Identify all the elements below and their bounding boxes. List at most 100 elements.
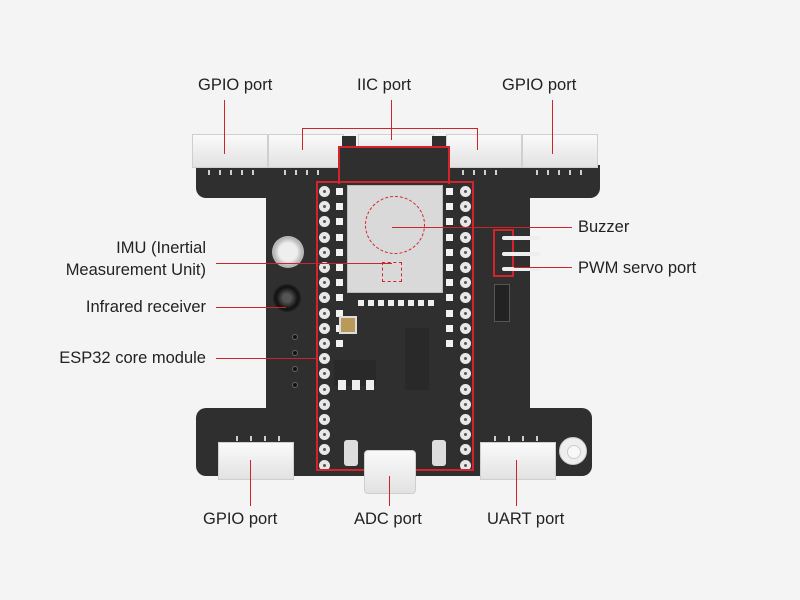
module-pad — [446, 324, 453, 332]
crystal — [339, 316, 357, 334]
header-hole — [319, 338, 330, 349]
header-hole — [460, 368, 471, 380]
label-imu-line1: IMU (Inertial — [116, 239, 206, 257]
module-pad — [446, 264, 453, 271]
header-hole — [319, 186, 330, 197]
pin-row — [536, 170, 582, 175]
header-hole — [319, 231, 330, 243]
gpio-port-top-right — [522, 134, 598, 168]
header-hole — [319, 216, 330, 228]
smd-component — [352, 380, 360, 390]
switch — [494, 284, 510, 322]
usb-c-adc-port — [364, 450, 416, 494]
header-hole — [319, 353, 330, 365]
leader-line-iic — [391, 100, 392, 140]
ic-chip — [405, 328, 429, 390]
label-gpio-port-top-right: GPIO port — [502, 76, 577, 94]
header-hole — [460, 307, 471, 319]
pin-row — [462, 170, 497, 175]
smd-component — [338, 380, 346, 390]
pwm-pin — [502, 236, 540, 240]
label-gpio-port-top-left: GPIO port — [198, 76, 273, 94]
leader-line-infrared — [216, 307, 286, 308]
header-hole — [460, 246, 471, 258]
iic-port-left — [268, 134, 344, 168]
module-pad — [446, 279, 453, 287]
module-pad — [336, 264, 343, 271]
header-hole — [319, 277, 330, 289]
label-infrared-receiver: Infrared receiver — [85, 298, 206, 316]
button-right — [432, 440, 446, 466]
leader-line-uart — [516, 460, 517, 506]
esp32-antenna-area — [340, 148, 448, 184]
header-hole — [319, 383, 330, 395]
header-hole — [460, 277, 471, 289]
header-hole — [460, 429, 471, 441]
imu-sensor — [272, 236, 304, 268]
label-pwm-servo-port: PWM servo port — [578, 259, 697, 277]
header-hole — [319, 398, 330, 410]
pin-row — [208, 170, 254, 175]
pwm-pin — [502, 267, 540, 271]
module-pad — [446, 294, 453, 302]
module-pad — [446, 309, 453, 317]
module-pad — [336, 340, 343, 347]
leader-line-buzzer — [392, 227, 572, 228]
iic-port-right — [446, 134, 522, 168]
module-pad — [446, 340, 453, 347]
uart-port — [480, 442, 556, 480]
imu-outline — [382, 262, 402, 282]
gpio-port-top-left — [192, 134, 268, 168]
module-pad — [446, 218, 453, 226]
header-hole — [460, 414, 471, 425]
header-hole — [460, 262, 471, 273]
gpio-port-bottom — [218, 442, 294, 480]
pin-row — [494, 436, 538, 441]
label-adc-port: ADC port — [354, 510, 422, 528]
pin-row — [236, 436, 280, 441]
label-buzzer: Buzzer — [578, 218, 630, 236]
leader-line-gpio-top-left — [224, 100, 225, 154]
header-hole — [460, 216, 471, 228]
header-hole — [319, 201, 330, 213]
leader-line-imu — [216, 263, 392, 264]
leader-line-gpio-top-right — [552, 100, 553, 154]
header-hole — [319, 444, 330, 456]
header-hole — [460, 398, 471, 410]
indicator-dots — [292, 334, 298, 388]
header-hole — [319, 246, 330, 258]
pin-row — [284, 170, 319, 175]
label-gpio-port-bottom: GPIO port — [203, 510, 278, 528]
header-hole — [319, 292, 330, 304]
header-hole — [319, 414, 330, 425]
leader-line-iic-right — [477, 128, 478, 150]
leader-line-esp32 — [216, 358, 318, 359]
shield-pad-row — [358, 300, 434, 306]
esp32-highlight-top — [338, 146, 450, 184]
mounting-hole — [559, 437, 587, 465]
header-hole — [319, 322, 330, 334]
header-hole — [460, 444, 471, 456]
label-imu-line2: Measurement Unit) — [65, 261, 206, 279]
module-pad — [336, 203, 343, 211]
pwm-pin — [502, 252, 540, 256]
module-pad — [446, 203, 453, 211]
module-pad — [446, 248, 453, 256]
button-left — [344, 440, 358, 466]
header-hole — [460, 353, 471, 365]
module-pad — [336, 233, 343, 241]
module-pad — [446, 188, 453, 195]
leader-line-iic-left — [302, 128, 303, 150]
header-hole — [460, 231, 471, 243]
header-hole — [460, 383, 471, 395]
module-pad — [336, 188, 343, 195]
module-pad — [336, 309, 343, 317]
header-hole — [319, 307, 330, 319]
label-iic-port: IIC port — [357, 76, 412, 94]
smd-component — [366, 380, 374, 390]
leader-line-pwm — [514, 267, 572, 268]
header-hole — [460, 338, 471, 349]
leader-line-gpio-bottom — [250, 460, 251, 506]
header-hole — [460, 201, 471, 213]
label-uart-port: UART port — [487, 510, 565, 528]
